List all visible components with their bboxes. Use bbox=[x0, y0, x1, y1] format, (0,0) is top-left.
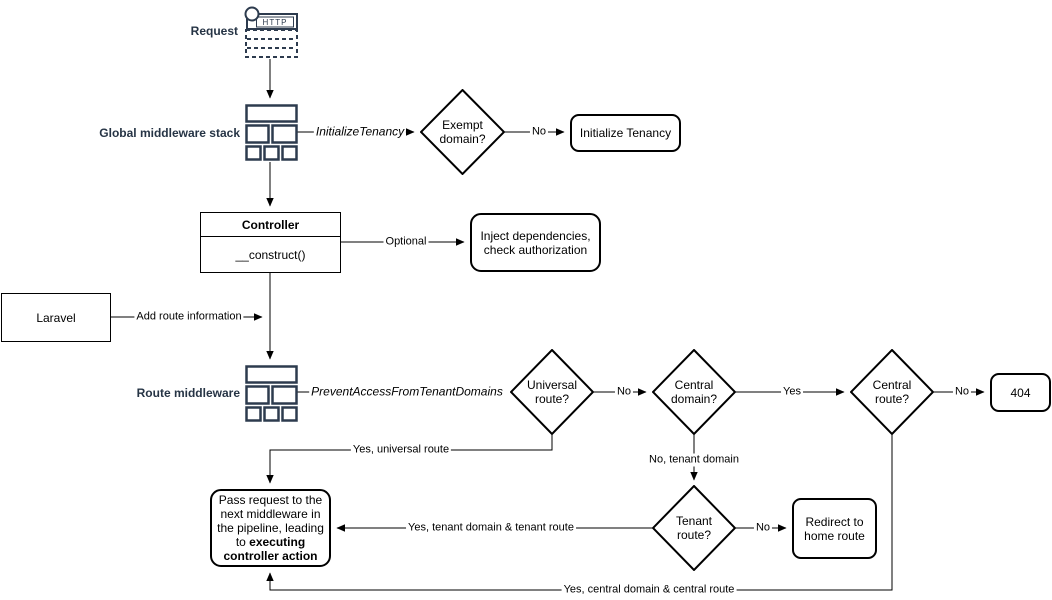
edge-label-yes-tenant-domain: Yes, tenant domain & tenant route bbox=[406, 521, 576, 535]
edge-label-central-domain-yes: Yes bbox=[781, 385, 803, 399]
laravel-node: Laravel bbox=[1, 293, 111, 342]
edge-label-prevent-access: PreventAccessFromTenantDomains bbox=[309, 384, 505, 399]
universal-route-text: Universal route? bbox=[526, 378, 577, 406]
pass-request-node: Pass request to the next middleware in t… bbox=[210, 489, 331, 567]
http-icon-label: HTTP bbox=[263, 18, 288, 27]
global-middleware-stack-icon bbox=[245, 104, 298, 161]
inject-dependencies-node: Inject dependencies, check authorization bbox=[470, 213, 601, 272]
controller-title: Controller bbox=[201, 213, 340, 237]
edge-label-central-route-no: No bbox=[952, 385, 972, 399]
edge-label-optional: Optional bbox=[383, 235, 429, 249]
route-middleware-icon bbox=[245, 365, 298, 422]
initialize-tenancy-node: Initialize Tenancy bbox=[570, 114, 681, 152]
404-node: 404 bbox=[990, 373, 1051, 412]
edge-label-yes-central-domain: Yes, central domain & central route bbox=[561, 583, 737, 597]
request-label: Request bbox=[190, 24, 238, 38]
central-domain-decision: Central domain? bbox=[652, 349, 736, 435]
pass-request-text: Pass request to the next middleware in t… bbox=[217, 493, 324, 563]
central-domain-text: Central domain? bbox=[670, 378, 718, 406]
redirect-home-route-node: Redirect to home route bbox=[792, 498, 877, 559]
exempt-domain-decision: Exempt domain? bbox=[420, 89, 505, 175]
controller-class-node: Controller __construct() bbox=[200, 212, 341, 273]
http-request-icon: HTTP bbox=[244, 6, 298, 58]
global-middleware-stack-label: Global middleware stack bbox=[99, 126, 240, 140]
edge-label-yes-universal-route: Yes, universal route bbox=[350, 443, 452, 457]
edge-label-no-tenant-domain: No, tenant domain bbox=[647, 453, 741, 467]
edge-label-tenant-route-no: No bbox=[753, 521, 773, 535]
edge-label-exempt-no: No bbox=[529, 125, 549, 139]
edge-label-add-route-information: Add route information bbox=[134, 310, 244, 324]
tenant-route-text: Tenant route? bbox=[675, 514, 713, 542]
edge-label-universal-no: No bbox=[614, 385, 634, 399]
central-route-decision: Central route? bbox=[850, 349, 934, 435]
route-middleware-label: Route middleware bbox=[136, 386, 240, 400]
tenant-route-decision: Tenant route? bbox=[652, 485, 736, 571]
exempt-domain-text: Exempt domain? bbox=[439, 118, 486, 146]
controller-constructor: __construct() bbox=[235, 247, 306, 262]
edge-label-initialize-tenancy: InitializeTenancy bbox=[313, 124, 407, 139]
central-route-text: Central route? bbox=[872, 378, 912, 406]
universal-route-decision: Universal route? bbox=[510, 349, 594, 435]
